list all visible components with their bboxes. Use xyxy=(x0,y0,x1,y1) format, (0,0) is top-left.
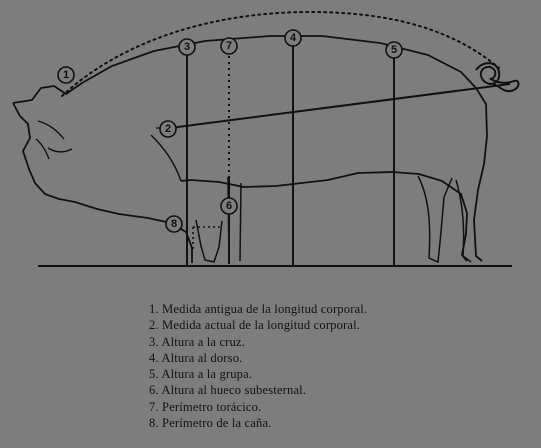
marker-6: 6 xyxy=(221,198,237,214)
legend-item-7: 7. Perímetro torácico. xyxy=(149,399,367,415)
marker-6-label: 6 xyxy=(226,200,232,212)
pig-measurement-diagram: 1 2 3 7 4 5 6 8 xyxy=(0,0,541,290)
marker-1-label: 1 xyxy=(63,69,69,81)
marker-5: 5 xyxy=(386,42,402,58)
measurement-legend: 1. Medida antigua de la longitud corpora… xyxy=(149,301,367,431)
marker-4-label: 4 xyxy=(290,32,297,44)
marker-2: 2 xyxy=(160,121,176,137)
legend-item-6: 6. Altura al hueco subesternal. xyxy=(149,382,367,398)
marker-3-label: 3 xyxy=(184,41,190,53)
marker-1: 1 xyxy=(58,67,74,83)
legend-item-4: 4. Altura al dorso. xyxy=(149,350,367,366)
legend-item-1: 1. Medida antigua de la longitud corpora… xyxy=(149,301,367,317)
marker-8: 8 xyxy=(166,216,182,232)
marker-5-label: 5 xyxy=(391,44,397,56)
legend-item-8: 8. Perímetro de la caña. xyxy=(149,415,367,431)
marker-4: 4 xyxy=(285,30,301,46)
marker-8-label: 8 xyxy=(171,218,177,230)
marker-7: 7 xyxy=(221,38,237,54)
marker-3: 3 xyxy=(179,39,195,55)
legend-item-3: 3. Altura a la cruz. xyxy=(149,334,367,350)
marker-2-label: 2 xyxy=(165,123,171,135)
legend-item-2: 2. Medida actual de la longitud corporal… xyxy=(149,317,367,333)
legend-item-5: 5. Altura a la grupa. xyxy=(149,366,367,382)
diagram-background xyxy=(0,0,541,290)
marker-7-label: 7 xyxy=(226,40,232,52)
